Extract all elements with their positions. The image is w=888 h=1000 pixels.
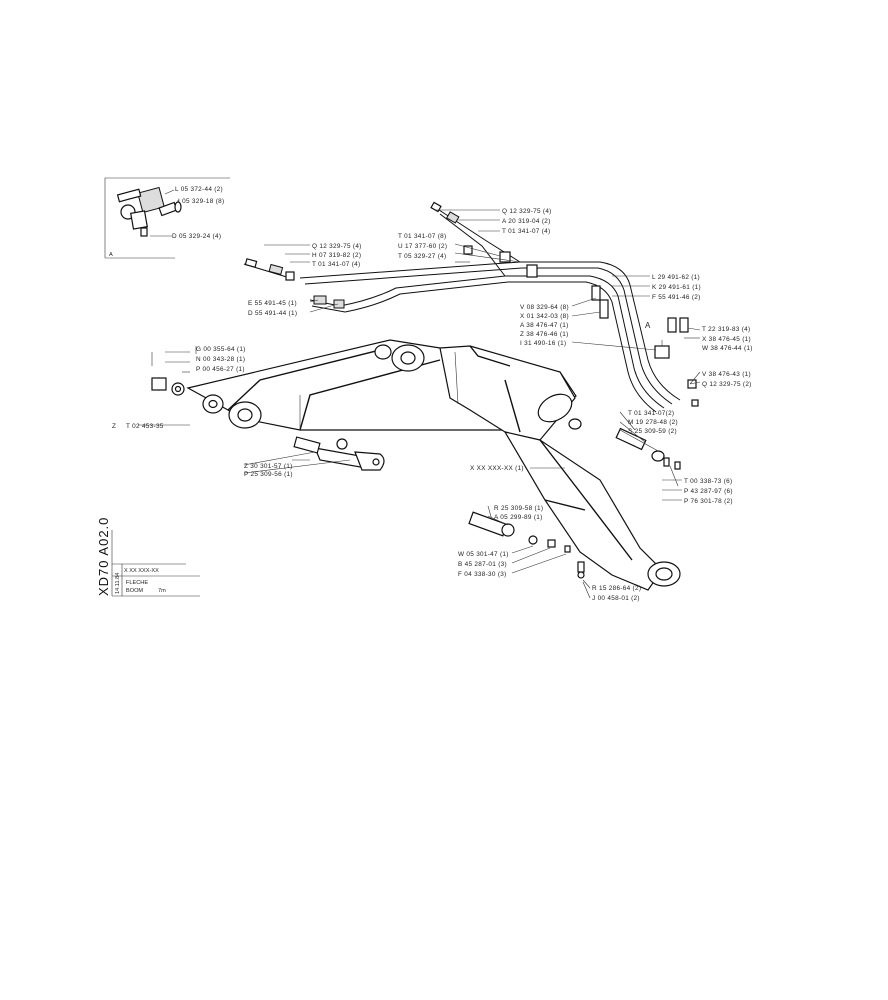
callout-tc-1: Q 12 329-75 (4) xyxy=(502,208,552,215)
drawing-date: 14.11.84 xyxy=(115,573,121,594)
callout-boom: X XX XXX-XX (1) xyxy=(470,465,524,472)
callout-right-fittings: T 22 319-83 (4) X 38 476-45 (1) W 38 476… xyxy=(702,326,753,352)
callout-pivot-left: G 00 355-64 (1) N 00 343-28 (1) P 00 456… xyxy=(196,346,246,373)
callout-top-center: Q 12 329-75 (4) A 20 319-04 (2) T 01 341… xyxy=(502,208,552,235)
callout-br-1: R 15 286-64 (2) xyxy=(592,585,641,592)
inset-label-3: D 05 329-24 (4) xyxy=(172,233,221,240)
callout-pl-1: G 00 355-64 (1) xyxy=(196,346,246,353)
callout-right-low: V 38 476-43 (1) Q 12 329-75 (2) xyxy=(702,371,752,388)
drawing-code: XD70 A02.0 xyxy=(96,517,111,596)
callout-rm-4: Z 38 476-46 (1) xyxy=(520,331,569,338)
callout-mid-center: T 01 341-07 (8) U 17 377-60 (2) T 05 329… xyxy=(398,233,447,260)
callout-right-mid: V 08 329-64 (8) X 01 342-03 (8) A 38 476… xyxy=(520,304,569,347)
title-variant: 7m xyxy=(158,588,166,594)
callout-prl-1: T 00 338-73 (6) xyxy=(684,478,732,485)
callout-rf-2: X 38 476-45 (1) xyxy=(702,336,751,343)
bottom-pin-assembly xyxy=(468,511,585,579)
callout-br-2: J 00 458-01 (2) xyxy=(592,595,640,602)
callout-bp-2: A 05 299-89 (1) xyxy=(494,514,543,521)
callout-mc-2: U 17 377-60 (2) xyxy=(398,243,447,250)
callout-rf-1: T 22 319-83 (4) xyxy=(702,326,750,333)
pin-left-assembly xyxy=(292,436,385,471)
callout-rm-3: A 38 476-47 (1) xyxy=(520,322,569,329)
callout-mc-3: T 05 329-27 (4) xyxy=(398,253,446,260)
callout-pin-right: T 01 341-07(2) M 19 278-48 (2) S 25 309-… xyxy=(628,410,678,435)
pin-right-assembly xyxy=(615,427,681,487)
callout-rm-5: I 31 490-16 (1) xyxy=(520,340,566,347)
callout-right-top: L 29 491-62 (1) K 29 491-61 (1) F 55 491… xyxy=(652,274,701,301)
callout-pinr-2: M 19 278-48 (2) xyxy=(628,419,678,426)
callout-prl-3: P 76 301-78 (2) xyxy=(684,498,733,505)
callout-hose-1: E 55 491-45 (1) xyxy=(248,300,297,307)
callout-bottom-pin: R 25 309-58 (1) A 05 299-89 (1) xyxy=(494,505,543,521)
callout-rl-2: Q 12 329-75 (2) xyxy=(702,381,752,388)
callout-bl-2: B 45 287-01 (3) xyxy=(458,561,507,568)
inset-view-a: A L 05 372-44 (2) I 05 329-18 (8) D 05 3… xyxy=(104,177,230,259)
callout-tc-2: A 20 319-04 (2) xyxy=(502,218,551,225)
callout-z: Z T 02 453-35 xyxy=(112,423,164,430)
title-french: FLECHE xyxy=(126,580,148,586)
callout-z-part: T 02 453-35 xyxy=(126,423,164,430)
pivot-left-parts xyxy=(151,351,190,396)
callout-bottom-left: W 05 301-47 (1) B 45 287-01 (3) F 04 338… xyxy=(458,551,509,578)
callout-bl-3: F 04 338-30 (3) xyxy=(458,571,507,578)
view-mark-a: A xyxy=(645,321,651,330)
inset-label-1: L 05 372-44 (2) xyxy=(175,186,223,193)
hose-lines xyxy=(243,201,699,413)
callout-rl-1: V 38 476-43 (1) xyxy=(702,371,751,378)
callout-pinl-1: Z 30 301-57 (1) xyxy=(244,463,293,470)
callout-tl-3: T 01 341-07 (4) xyxy=(312,261,360,268)
inset-label-2: I 05 329-18 (8) xyxy=(178,198,224,205)
callout-rm-1: V 08 329-64 (8) xyxy=(520,304,569,311)
callout-hose-2: D 55 491-44 (1) xyxy=(248,310,297,317)
callout-z-letter: Z xyxy=(112,423,116,430)
callout-top-left-hose: Q 12 329-75 (4) H 07 319-82 (2) T 01 341… xyxy=(312,243,362,268)
callout-rt-3: F 55 491-46 (2) xyxy=(652,294,701,301)
callout-bl-1: W 05 301-47 (1) xyxy=(458,551,509,558)
callout-rt-2: K 29 491-61 (1) xyxy=(652,284,701,291)
title-block: XD70 A02.0 X XX XXX-XX 14.11.84 FLECHE B… xyxy=(96,517,200,597)
callout-rt-1: L 29 491-62 (1) xyxy=(652,274,700,281)
callout-pl-2: N 00 343-28 (1) xyxy=(196,356,245,363)
callout-tl-2: H 07 319-82 (2) xyxy=(312,252,361,259)
callout-hose-lines: E 55 491-45 (1) D 55 491-44 (1) xyxy=(248,300,297,317)
callout-rf-3: W 38 476-44 (1) xyxy=(702,345,753,352)
callout-bottom-right: R 15 286-64 (2) J 00 458-01 (2) xyxy=(592,585,641,602)
callout-pl-3: P 00 456-27 (1) xyxy=(196,366,245,373)
callout-pinl-2: P 25 309-56 (1) xyxy=(244,471,293,478)
callout-mc-1: T 01 341-07 (8) xyxy=(398,233,446,240)
callout-tl-1: Q 12 329-75 (4) xyxy=(312,243,362,250)
callout-rm-2: X 01 342-03 (8) xyxy=(520,313,569,320)
callout-tc-3: T 01 341-07 (4) xyxy=(502,228,550,235)
part-reference: X XX XXX-XX xyxy=(124,568,159,574)
callout-prl-2: P 43 287-97 (6) xyxy=(684,488,733,495)
leader-lines xyxy=(138,209,701,599)
callout-pinr-3: S 25 309-59 (2) xyxy=(628,428,677,435)
callout-pinr-1: T 01 341-07(2) xyxy=(628,410,674,417)
title-english: BOOM xyxy=(126,588,143,594)
callout-pin-right-low: T 00 338-73 (6) P 43 287-97 (6) P 76 301… xyxy=(684,478,733,505)
boom-structure xyxy=(186,339,681,591)
callout-bp-1: R 25 309-58 (1) xyxy=(494,505,543,512)
callout-pin-left: Z 30 301-57 (1) P 25 309-56 (1) xyxy=(244,463,293,478)
inset-view-letter: A xyxy=(109,252,113,258)
